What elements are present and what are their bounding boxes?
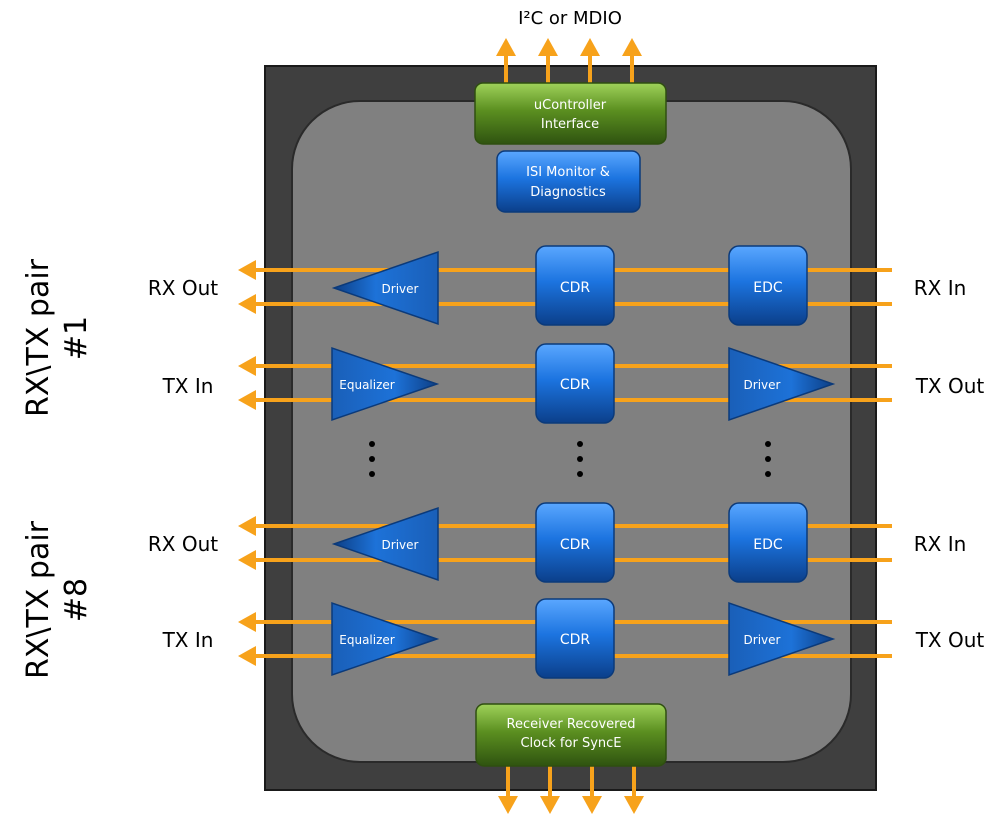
equalizer-label: Equalizer [339,378,395,392]
cdr-label: CDR [560,537,591,553]
cdr-block: CDR [535,343,615,424]
equalizer-triangle: Equalizer [331,601,440,677]
tx-out-label: TX Out [915,628,985,652]
driver-label: Driver [744,633,781,647]
edc-block: EDC [728,245,808,326]
cdr-block: CDR [535,598,615,679]
edc-label: EDC [753,537,783,553]
tx-in-label: TX In [162,374,214,398]
pair-label-8-line1: RX\TX pair [21,520,56,679]
rx-out-label: RX Out [148,532,218,556]
driver-triangle: Driver [728,601,836,677]
tx-in-label: TX In [162,628,214,652]
ellipsis-dots [369,441,771,477]
pair-label-1-line1: RX\TX pair [21,258,56,417]
bottom-interface-arrows [498,765,644,814]
isi-monitor-block: ISI Monitor & Diagnostics [496,150,641,213]
equalizer-triangle: Equalizer [331,346,440,422]
top-interface-label: I²C or MDIO [518,8,622,29]
recovered-clock-label-line1: Receiver Recovered [507,717,636,732]
recovered-clock-label-line2: Clock for SyncE [520,736,621,751]
rx-in-label: RX In [914,532,967,556]
tx-lanes-pair8: Equalizer CDR Driver [238,598,892,679]
ucontroller-label-line1: uController [534,98,607,113]
top-interface-arrows [496,38,642,88]
driver-triangle: Driver [331,506,439,582]
pair-label-1-line2: #1 [59,316,94,360]
recovered-clock-block: Receiver Recovered Clock for SyncE [475,703,667,767]
pair-label-8: RX\TX pair #8 [21,520,94,679]
driver-triangle: Driver [331,250,439,326]
rx-lanes-pair1: Driver CDR EDC [238,245,892,326]
cdr-label: CDR [560,632,591,648]
driver-triangle: Driver [728,346,836,422]
cdr-label: CDR [560,280,591,296]
rx-in-label: RX In [914,276,967,300]
ucontroller-label-line2: Interface [541,117,599,132]
isi-label-line2: Diagnostics [530,185,606,200]
cdr-label: CDR [560,377,591,393]
edc-label: EDC [753,280,783,296]
pair-label-1: RX\TX pair #1 [21,258,94,417]
tx-out-label: TX Out [915,374,985,398]
isi-label-line1: ISI Monitor & [526,165,610,180]
rx-out-label: RX Out [148,276,218,300]
pair-label-8-line2: #8 [59,578,94,622]
tx-lanes-pair1: Equalizer CDR Driver [238,343,892,424]
cdr-block: CDR [535,502,615,583]
edc-block: EDC [728,502,808,583]
driver-label: Driver [382,538,419,552]
driver-label: Driver [744,378,781,392]
rx-lanes-pair8: Driver CDR EDC [238,502,892,583]
driver-label: Driver [382,282,419,296]
cdr-block: CDR [535,245,615,326]
equalizer-label: Equalizer [339,633,395,647]
ucontroller-interface-block: uController Interface [474,82,667,145]
